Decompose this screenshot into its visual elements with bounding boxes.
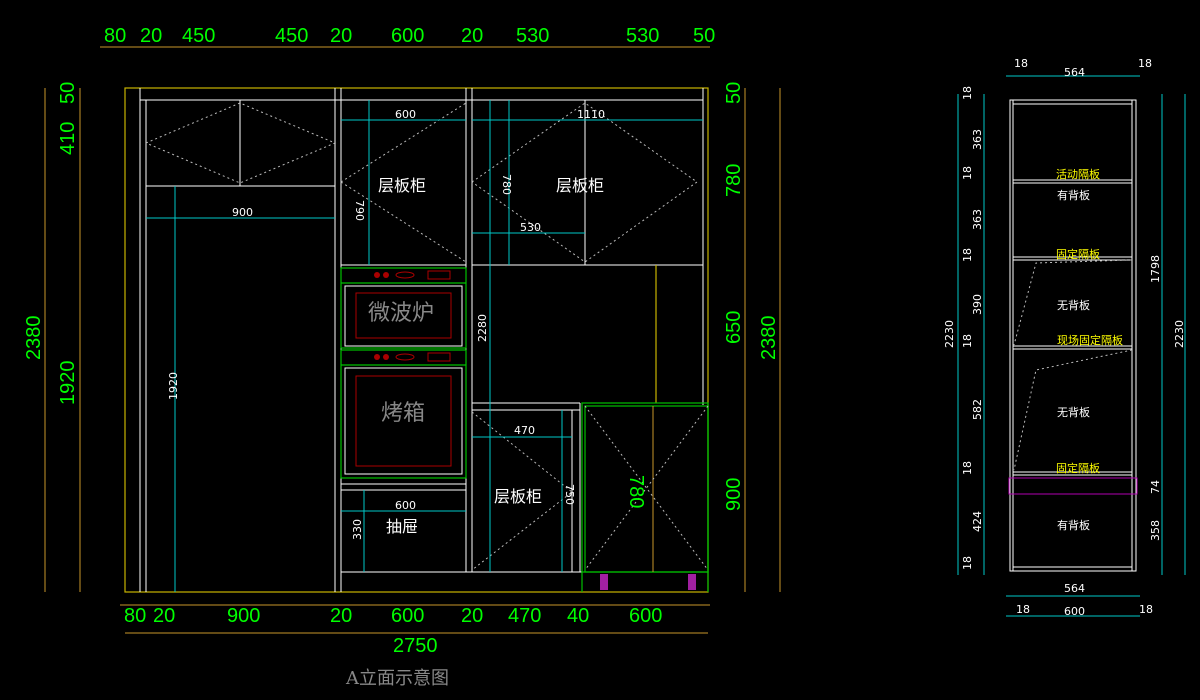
side-dimensions: 2380 50 410 1920 50 780 650 900 2380 xyxy=(23,82,780,511)
shelf-cabinet-label: 层板柜 xyxy=(378,176,426,195)
dim-label: 18 xyxy=(1016,603,1030,616)
oven-label: 烤箱 xyxy=(381,401,425,426)
dim-label: 1920 xyxy=(57,361,79,406)
dim-label: 650 xyxy=(723,311,745,344)
dim-label: 18 xyxy=(1139,603,1153,616)
dim-label: 2230 xyxy=(1173,320,1186,348)
inner-labels: 600 1110 790 780 层板柜 层板柜 900 530 微波炉 烤箱 … xyxy=(167,108,647,540)
dim-label: 470 xyxy=(508,605,541,627)
dim-label: 530 xyxy=(520,221,541,234)
dim-label: 50 xyxy=(693,25,715,47)
dim-label: 358 xyxy=(1149,520,1162,541)
dim-label: 80 xyxy=(124,605,146,627)
shelf-cabinet-label: 层板柜 xyxy=(494,487,542,506)
top-dimensions: 80 20 450 450 20 600 20 530 530 50 xyxy=(104,25,715,47)
dim-label: 20 xyxy=(153,605,175,627)
dim-label: 2230 xyxy=(943,320,956,348)
drawing-title: A立面示意图 xyxy=(345,668,449,689)
dim-label: 363 xyxy=(971,129,984,150)
dim-label: 18 xyxy=(961,461,974,475)
panel-label: 有背板 xyxy=(1057,518,1090,532)
dim-label: 600 xyxy=(629,605,662,627)
dim-label: 750 xyxy=(563,484,576,505)
dim-label: 450 xyxy=(275,25,308,47)
dim-label: 74 xyxy=(1149,480,1162,494)
panel-label: 有背板 xyxy=(1057,188,1090,202)
dim-label: 1110 xyxy=(577,108,605,121)
dim-label: 330 xyxy=(351,519,364,540)
door-dim-label: 780 xyxy=(625,475,647,508)
shelf-label: 活动隔板 xyxy=(1056,167,1100,181)
elevation-drawing xyxy=(44,46,781,634)
dim-label: 50 xyxy=(723,82,745,104)
dim-label: 900 xyxy=(723,478,745,511)
dim-label: 1920 xyxy=(167,372,180,400)
dim-label: 600 xyxy=(391,25,424,47)
dim-label: 780 xyxy=(500,174,513,195)
dim-label: 40 xyxy=(567,605,589,627)
dim-label: 564 xyxy=(1064,582,1085,595)
dim-label: 450 xyxy=(182,25,215,47)
dim-label: 18 xyxy=(961,334,974,348)
dim-label: 900 xyxy=(227,605,260,627)
dim-label: 424 xyxy=(971,511,984,532)
dim-label: 790 xyxy=(353,200,366,221)
dim-label: 530 xyxy=(626,25,659,47)
dim-label: 50 xyxy=(57,82,79,104)
left-total-height: 2380 xyxy=(23,316,45,361)
dim-label: 530 xyxy=(516,25,549,47)
microwave-label: 微波炉 xyxy=(368,301,434,326)
dim-label: 20 xyxy=(461,605,483,627)
dim-label: 900 xyxy=(232,206,253,219)
dim-label: 18 xyxy=(961,166,974,180)
dim-label: 20 xyxy=(330,25,352,47)
dim-label: 20 xyxy=(461,25,483,47)
dim-label: 600 xyxy=(391,605,424,627)
shelf-label: 固定隔板 xyxy=(1056,247,1100,261)
panel-label: 无背板 xyxy=(1057,298,1090,312)
elevation-outline xyxy=(124,87,709,593)
side-view: 18 564 18 活动隔板 有背板 固定隔板 无背板 现场固定隔板 无背板 固… xyxy=(943,57,1186,618)
dim-label: 600 xyxy=(395,108,416,121)
dim-label: 780 xyxy=(723,164,745,197)
panel-label: 无背板 xyxy=(1057,405,1090,419)
dim-label: 18 xyxy=(961,248,974,262)
dim-label: 18 xyxy=(1138,57,1152,70)
dim-label: 80 xyxy=(104,25,126,47)
leg-icon xyxy=(600,574,696,590)
dim-label: 564 xyxy=(1064,66,1085,79)
dim-label: 410 xyxy=(57,122,79,155)
dim-label: 600 xyxy=(1064,605,1085,618)
bottom-dimensions: 80 20 900 20 600 20 470 40 600 2750 A立面示… xyxy=(124,605,662,689)
dim-label: 363 xyxy=(971,209,984,230)
dim-label: 20 xyxy=(140,25,162,47)
dim-label: 470 xyxy=(514,424,535,437)
right-total-height: 2380 xyxy=(758,316,780,361)
dim-label: 1798 xyxy=(1149,255,1162,283)
dim-label: 18 xyxy=(1014,57,1028,70)
dim-label: 20 xyxy=(330,605,352,627)
highlight-band xyxy=(1008,477,1138,495)
drawer-label: 抽屉 xyxy=(386,517,418,536)
dim-label: 600 xyxy=(395,499,416,512)
total-width-label: 2750 xyxy=(393,635,438,657)
dim-label: 18 xyxy=(961,556,974,570)
dim-label: 18 xyxy=(961,86,974,100)
shelf-label: 现场固定隔板 xyxy=(1057,333,1123,347)
shelf-label: 固定隔板 xyxy=(1056,461,1100,475)
dim-label: 2280 xyxy=(476,314,489,342)
oven-controls-icon xyxy=(374,270,451,362)
shelf-cabinet-label: 层板柜 xyxy=(556,176,604,195)
dim-label: 582 xyxy=(971,399,984,420)
dim-label: 390 xyxy=(971,294,984,315)
